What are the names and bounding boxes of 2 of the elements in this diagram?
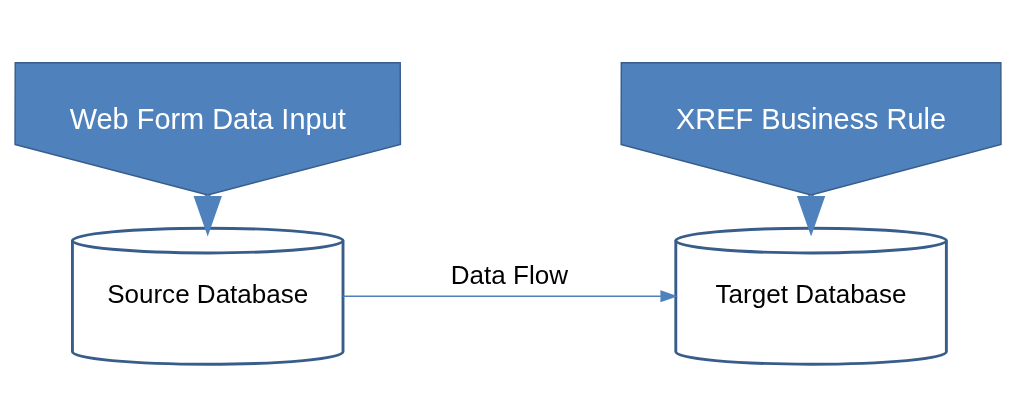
arrow bbox=[342, 289, 678, 302]
edge-label: Data Flow bbox=[450, 259, 568, 290]
